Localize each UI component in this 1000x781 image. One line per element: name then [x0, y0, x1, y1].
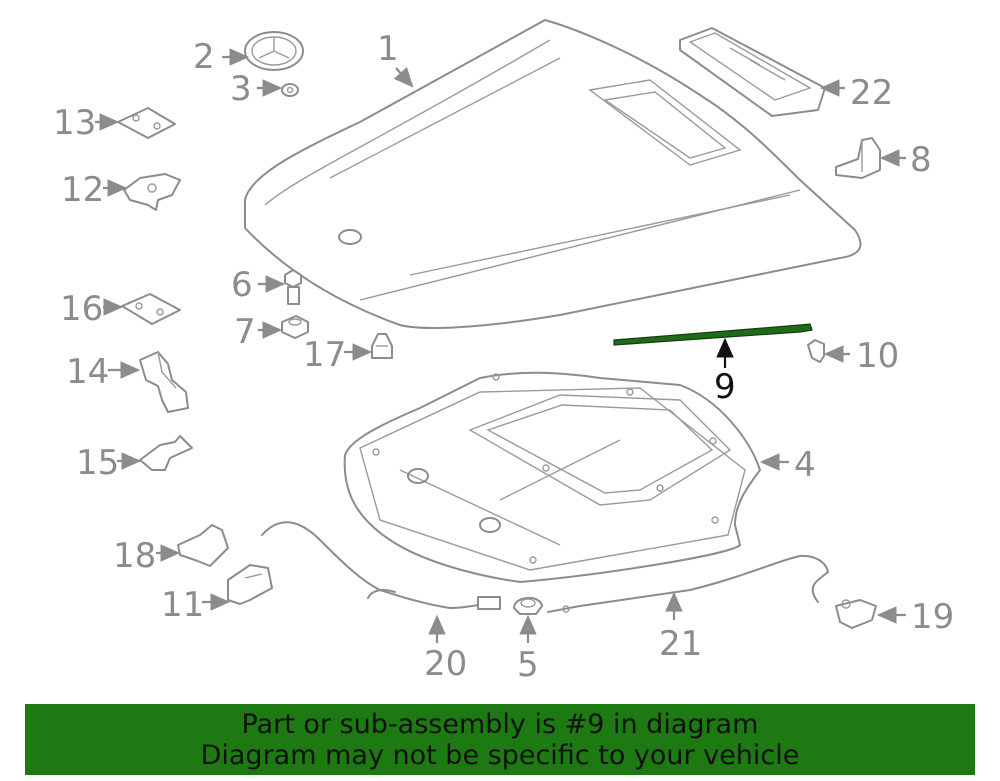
leader-arrows — [95, 48, 906, 643]
clip-10[interactable] — [807, 339, 825, 363]
callout-21: 21 — [659, 624, 702, 664]
hood-seal-highlighted[interactable] — [613, 323, 813, 346]
callout-12: 12 — [61, 170, 104, 210]
callout-7: 7 — [234, 312, 256, 352]
callout-17: 17 — [303, 335, 346, 375]
bracket-11[interactable] — [227, 564, 273, 605]
callout-3: 3 — [230, 69, 252, 109]
callout-9: 9 — [714, 367, 736, 407]
callout-11: 11 — [161, 585, 204, 625]
grommet-5[interactable] — [513, 597, 543, 615]
callout-2: 2 — [193, 37, 215, 77]
hinge-15[interactable] — [139, 435, 193, 471]
callout-10: 10 — [856, 336, 899, 376]
callout-16: 16 — [60, 289, 103, 329]
info-banner: Part or sub-assembly is #9 in diagram Di… — [25, 704, 975, 775]
hood-panel[interactable] — [244, 19, 862, 329]
callout-18: 18 — [113, 536, 156, 576]
bracket-13[interactable] — [117, 107, 176, 139]
release-cable-21[interactable] — [547, 554, 829, 613]
banner-line-disclaimer: Diagram may not be specific to your vehi… — [200, 739, 800, 771]
callout-20: 20 — [424, 644, 467, 684]
bolt-6[interactable] — [284, 269, 302, 305]
callout-19: 19 — [911, 597, 954, 637]
callout-5: 5 — [517, 645, 539, 685]
callout-22: 22 — [850, 73, 893, 113]
callout-1: 1 — [377, 29, 399, 69]
callout-8: 8 — [910, 140, 932, 180]
callout-13: 13 — [53, 103, 96, 143]
hood-emblem[interactable] — [244, 31, 304, 71]
parts-diagram: 1 2 3 13 12 6 7 17 16 14 15 22 8 10 9 4 … — [53, 19, 954, 685]
bracket-18[interactable] — [177, 524, 229, 567]
latch-bracket-8[interactable] — [835, 137, 881, 179]
hinge-14[interactable] — [139, 351, 189, 413]
callout-4: 4 — [794, 445, 816, 485]
bracket-16[interactable] — [121, 293, 181, 325]
latch-19[interactable] — [835, 599, 877, 629]
release-cable-20[interactable] — [261, 521, 501, 610]
banner-line-part: Part or sub-assembly is #9 in diagram — [241, 708, 759, 740]
callout-6: 6 — [231, 265, 253, 305]
hood-insulator[interactable] — [343, 371, 761, 583]
callout-15: 15 — [76, 443, 119, 483]
clip-17[interactable] — [371, 333, 393, 359]
air-duct[interactable] — [679, 27, 826, 117]
bracket-12[interactable] — [123, 173, 181, 211]
emblem-clip[interactable] — [281, 83, 299, 97]
callout-14: 14 — [66, 352, 109, 392]
